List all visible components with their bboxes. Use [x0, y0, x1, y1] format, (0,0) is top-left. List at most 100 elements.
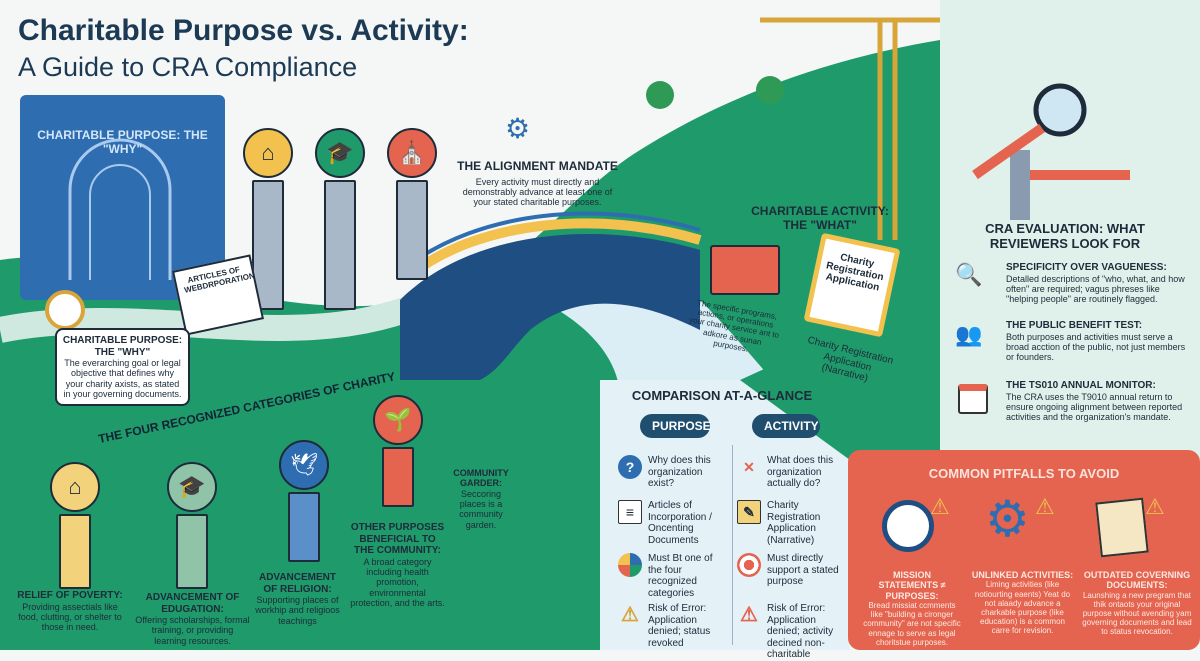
eval-text: Detalled descriptions of "who, what, and…: [1006, 273, 1185, 305]
divider: [732, 445, 733, 645]
category-pillar-1: ⌂: [50, 462, 100, 589]
pitfall-title: UNLINKED ACTIVITIES:: [971, 570, 1074, 580]
category-text: Offering scholarships, formal training, …: [135, 615, 250, 646]
category-title: OTHER PURPOSES BENEFICIAL TO THE COMMUNI…: [350, 522, 445, 556]
eval-title: THE TS010 ANNUAL MONITOR:: [1006, 380, 1156, 391]
warning-icon: ⚠: [740, 603, 758, 626]
clipboard-label: Charity Registration Application: [824, 252, 885, 294]
pitfall-2: UNLINKED ACTIVITIES:Liming activities (l…: [970, 570, 1075, 635]
category-title: RELIEF OF POVERTY:: [17, 590, 123, 601]
community-garden-note: COMMUNITY GARDER:Seccoring places is a c…: [450, 468, 512, 530]
question-icon: ?: [618, 455, 642, 479]
warning-icon: ⚠: [1145, 494, 1165, 519]
plant-in-hands-icon: 🌱: [373, 395, 423, 445]
top-pillar-1: ⌂: [243, 128, 293, 310]
church-icon: ⛪: [387, 128, 437, 178]
dove-icon: 🕊: [279, 440, 329, 490]
bridge: [400, 234, 700, 380]
magnifier-icon: [1033, 83, 1087, 137]
pitfall-1: MISSION STATEMENTS ≠ PURPOSES:Bread miss…: [862, 570, 962, 647]
top-pillar-3: ⛪: [387, 128, 437, 280]
clipboard-icon: ✎: [737, 500, 761, 524]
torn-scroll-icon: [1095, 497, 1149, 558]
blueprint-title: CHARITABLE PURPOSE: THE "WHY": [37, 128, 208, 156]
evaluation-item-3: THE TS010 ANNUAL MONITOR:The CRA uses th…: [1006, 380, 1196, 423]
pitfall-3: OUTDATED COVERNING DOCUMENTS:Launshing a…: [1082, 570, 1192, 637]
evaluation-item-1: SPECIFICITY OVER VAGUENESS:Detalled desc…: [1006, 262, 1191, 305]
warning-icon: ⚠: [930, 494, 950, 519]
comparison-row-3-purpose: Must Bt one of the four recognized categ…: [618, 553, 728, 599]
calendar-icon: [958, 384, 988, 414]
magnifier-icon: 🔍: [955, 262, 983, 287]
compass-icon: [882, 500, 934, 552]
evaluation-title: CRA EVALUATION: WHAT REVIEWERS LOOK FOR: [985, 221, 1145, 251]
house-in-hand-icon: ⌂: [50, 462, 100, 512]
compass-icon: [45, 290, 85, 330]
comparison-row-1-purpose: ?Why does this organization exist?: [618, 455, 728, 490]
wrench-hammer-icon: ✕: [743, 458, 755, 475]
category-pillar-2: 🎓: [167, 462, 217, 589]
house-in-hand-icon: ⌂: [243, 128, 293, 178]
eval-text: The CRA uses the T9010 annual return to …: [1006, 391, 1183, 423]
category-title: ADVANCEMENT OF EDUGATION:: [145, 592, 240, 615]
people-group-icon: 👥: [955, 322, 983, 347]
cell-text: What does this organization actually do?: [767, 455, 834, 489]
target-icon: [737, 553, 761, 577]
cell-text: Must directly support a stated purpose: [767, 553, 839, 587]
pitfall-text: Bread missiat ccmments like "building a …: [863, 601, 961, 647]
graduation-cap-icon: 🎓: [167, 462, 217, 512]
purpose-callout: CHARITABLE PURPOSE: THE "WHY" The everar…: [55, 328, 190, 407]
category-text: A broad category including health promot…: [350, 556, 445, 608]
alignment-text: Every activity must directly and demonst…: [462, 176, 613, 208]
category-text: Providing assectials like food, clutting…: [18, 601, 122, 633]
scroll-label: ARTICLES OF WEBDRPORATION: [183, 265, 256, 295]
eval-title: THE PUBLIC BENEFIT TEST:: [1006, 320, 1143, 331]
comparison-row-1-activity: ✕ What does this organization actually do…: [737, 455, 847, 490]
graduation-cap-icon: 🎓: [315, 128, 365, 178]
comparison-row-2-purpose: ≡Articles of Incorporation / Oncenting D…: [618, 500, 728, 546]
purpose-header: PURPOSE: [640, 414, 711, 438]
category-title: ADVANCEMENT OF RELIGION:: [258, 572, 337, 595]
alignment-title: THE ALIGNMENT MANDATE: [457, 159, 618, 173]
category-3: ADVANCEMENT OF RELIGION:Supporting place…: [255, 572, 340, 626]
comparison-row-4-activity: ⚠ Risk of Error: Application denied; acti…: [737, 603, 847, 661]
activity-header: ACTIVITY: [752, 414, 820, 438]
pitfall-text: Liming activities (like notiourting eaen…: [974, 580, 1071, 636]
pitfalls-title: COMMON PITFALLS TO AVOID: [928, 466, 1120, 481]
category-2: ADVANCEMENT OF EDUGATION:Offering schola…: [135, 592, 250, 646]
document-icon: ≡: [618, 500, 642, 524]
category-text: Supporting places of workhip and religio…: [255, 595, 340, 626]
title-line1: Charitable Purpose vs. Activity:: [18, 14, 469, 47]
gears-icon: ⚙: [985, 491, 1030, 547]
quadrant-icon: [618, 553, 642, 577]
gears-icon: ⚙: [505, 113, 531, 144]
cell-text: Why does this organization exist?: [648, 455, 711, 489]
cell-text: Risk of Error: Application denied; statu…: [648, 603, 711, 649]
warning-icon: ⚠: [621, 603, 639, 626]
pitfall-text: Launshing a new pregram that thik ontaot…: [1082, 590, 1192, 637]
top-pillar-2: 🎓: [315, 128, 365, 310]
pitfall-title: OUTDATED COVERNING DOCUMENTS:: [1083, 570, 1191, 591]
category-pillar-4: 🌱: [373, 395, 423, 507]
comparison-row-2-activity: ✎Charity Registration Application (Narra…: [737, 500, 847, 546]
comparison-row-3-activity: Must directly support a stated purpose: [737, 553, 847, 588]
eval-text: Both purposes and activities must serve …: [1006, 331, 1186, 363]
garden-text: Seccoring places is a community garden.: [459, 488, 503, 530]
comparison-row-4-purpose: ⚠ Risk of Error: Application denied; stat…: [618, 603, 728, 649]
title-line2: A Guide to CRA Compliance: [18, 52, 358, 82]
category-4: OTHER PURPOSES BENEFICIAL TO THE COMMUNI…: [350, 522, 445, 608]
cell-text: Articles of Incorporation / Oncenting Do…: [648, 500, 712, 546]
cell-text: Risk of Error: Application denied; activ…: [767, 603, 834, 660]
callout-title: CHARITABLE PURPOSE: THE "WHY": [62, 335, 183, 358]
toolbox-icon: [710, 245, 780, 295]
cell-text: Must Bt one of the four recognized categ…: [648, 553, 713, 599]
title-block: Charitable Purpose vs. Activity: A Guide…: [18, 14, 469, 83]
callout-text: The everarching goal or legal objective …: [63, 358, 182, 400]
category-pillar-3: 🕊: [279, 440, 329, 562]
pitfall-title: MISSION STATEMENTS ≠ PURPOSES:: [878, 570, 946, 601]
comparison-title: COMPARISON AT-A-GLANCE: [631, 388, 813, 403]
cell-text: Charity Registration Application (Narrat…: [767, 500, 821, 546]
evaluation-item-2: THE PUBLIC BENEFIT TEST:Both purposes an…: [1006, 320, 1191, 363]
garden-title: COMMUNITY GARDER:: [453, 468, 509, 489]
